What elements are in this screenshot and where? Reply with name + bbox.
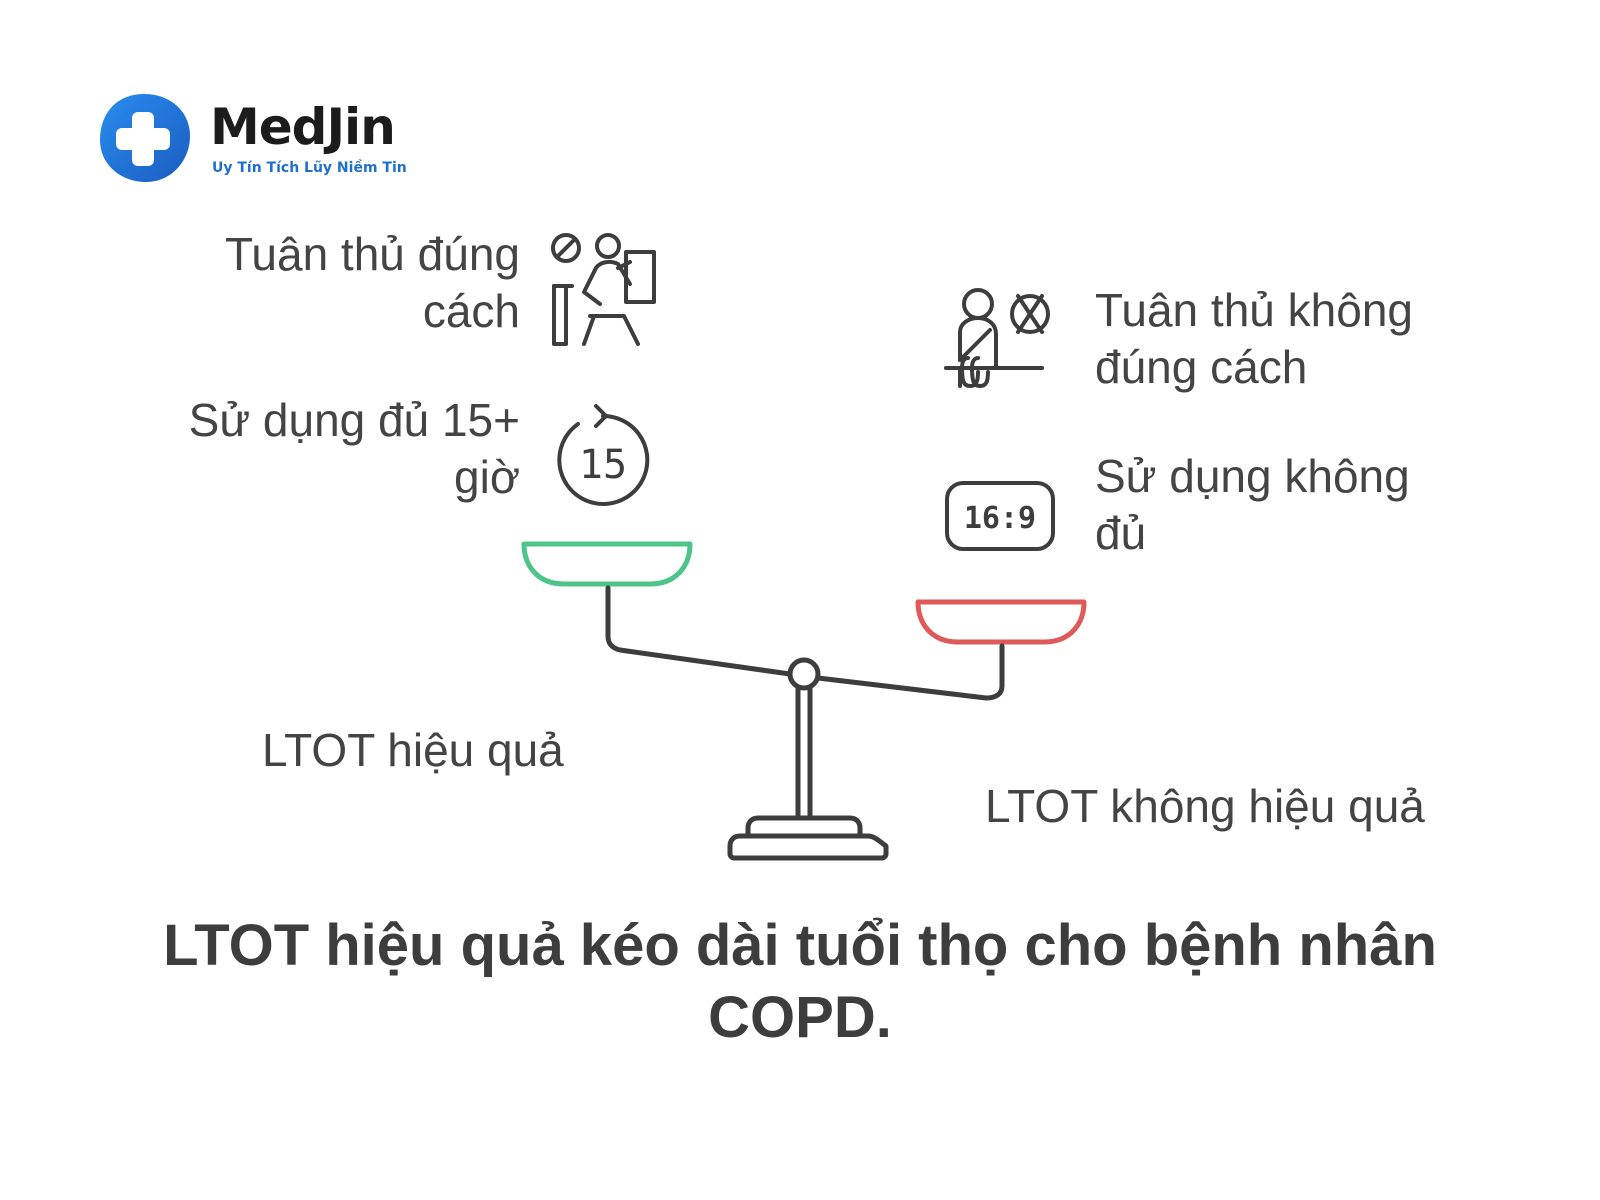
scale-pivot <box>787 657 821 691</box>
label-line: Tuân thủ không <box>1095 284 1413 336</box>
label-ltot-ineffective: LTOT không hiệu quả <box>985 780 1425 832</box>
right-scale-pan <box>915 599 1087 645</box>
brand-logo: MedJin Uy Tín Tích Lũy Niềm Tin <box>96 90 416 190</box>
label-line: Sử dụng không <box>1095 450 1410 502</box>
label-line: Tuân thủ đúng <box>225 228 520 280</box>
label-line: Sử dụng đủ 15+ <box>188 394 520 446</box>
brand-name: MedJin <box>210 98 396 156</box>
digital-clock-icon: 16:9 <box>945 481 1055 551</box>
medical-cross-logo-icon <box>100 94 190 182</box>
label-line: đúng cách <box>1095 341 1308 393</box>
timer-15-icon: 15 <box>557 404 650 506</box>
scale-beam-right <box>815 643 1005 701</box>
person-working-icon <box>551 233 656 346</box>
left-scale-pan <box>521 541 693 587</box>
timer-15-text: 15 <box>579 442 627 488</box>
scale-base-upper <box>745 815 863 839</box>
caption-line: LTOT hiệu quả kéo dài tuổi thọ cho bệnh … <box>163 913 1437 978</box>
label-usage-short: Sử dụng không đủ <box>1095 448 1515 562</box>
digital-clock-text: 16:9 <box>964 501 1036 536</box>
label-ltot-effective: LTOT hiệu quả <box>262 724 564 776</box>
label-adherence-correct: Tuân thủ đúng cách <box>150 226 520 340</box>
label-line: đủ <box>1095 507 1147 559</box>
label-usage-enough: Sử dụng đủ 15+ giờ <box>150 392 520 506</box>
label-line: cách <box>422 285 520 337</box>
scale-beam-left <box>605 585 793 677</box>
caption-line: COPD. <box>708 985 892 1050</box>
label-adherence-wrong: Tuân thủ không đúng cách <box>1095 282 1515 396</box>
caption: LTOT hiệu quả kéo dài tuổi thọ cho bệnh … <box>100 910 1500 1054</box>
label-line: giờ <box>454 451 520 503</box>
brand-tagline: Uy Tín Tích Lũy Niềm Tin <box>212 160 407 176</box>
person-refusing-icon <box>944 288 1050 388</box>
scale-base-lower <box>727 833 889 861</box>
